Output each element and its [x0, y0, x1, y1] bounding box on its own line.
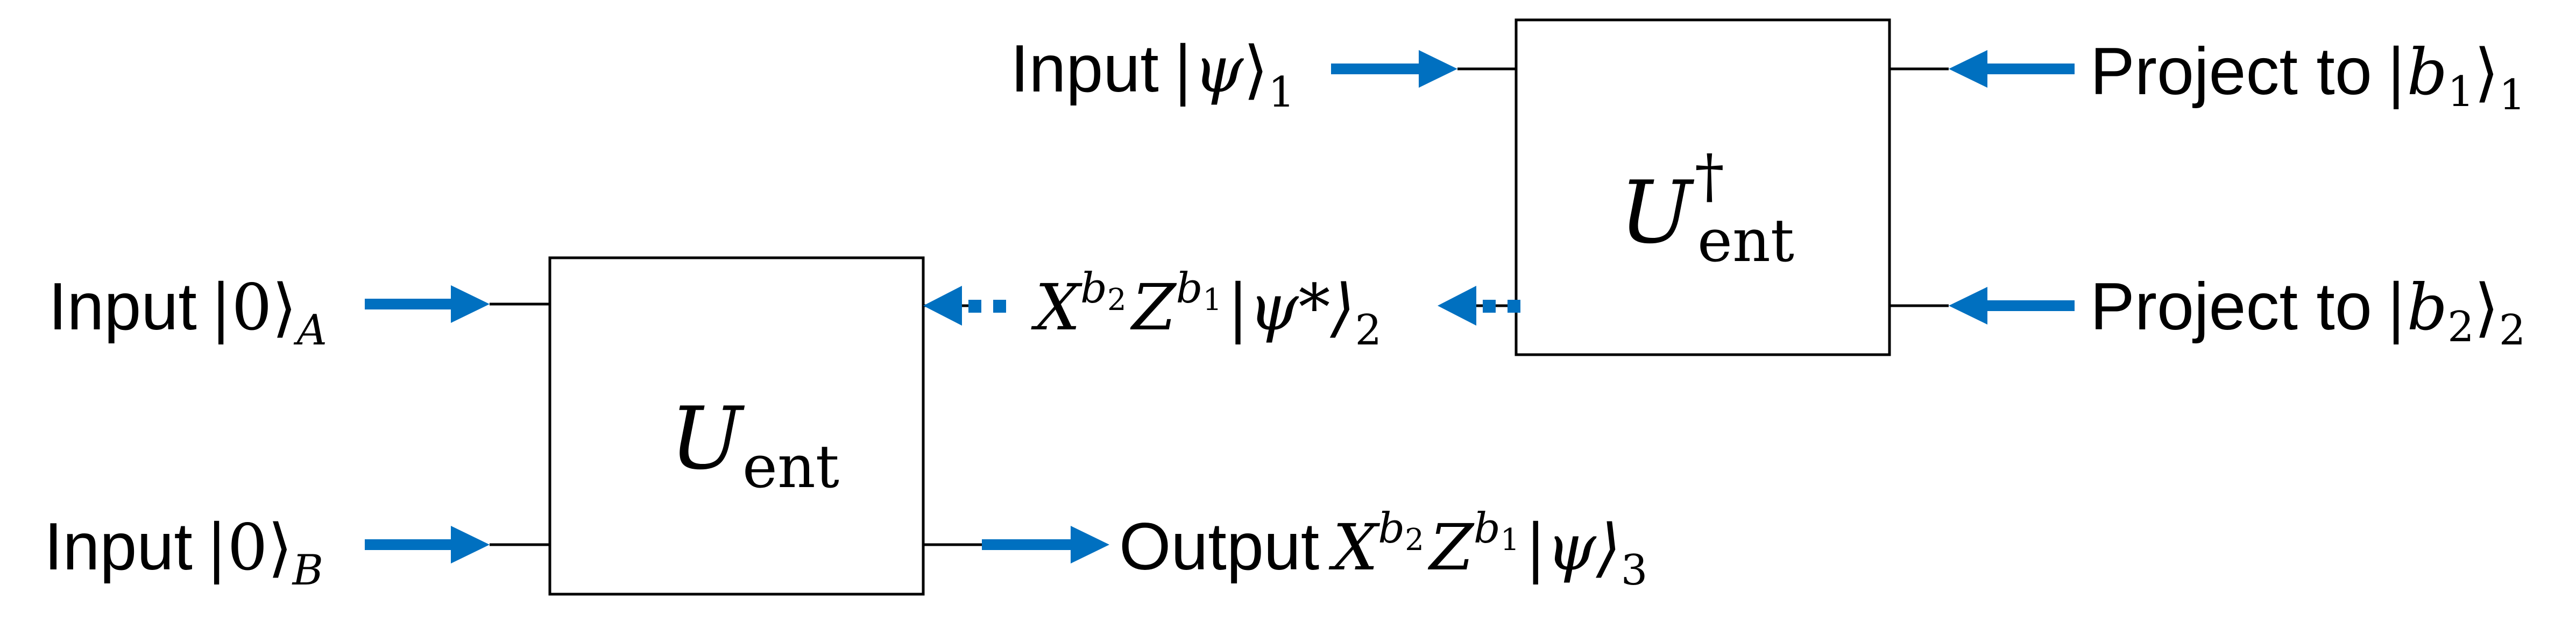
arrow-output	[982, 526, 1109, 563]
arrow-input-b	[365, 526, 490, 563]
arrows	[365, 50, 2075, 563]
input-b-label: Input|0⟩B	[44, 510, 323, 595]
arrow-input-a	[365, 285, 490, 323]
input-psi-label: Input|ψ⟩1	[1010, 32, 1295, 117]
gate-u-ent-box	[548, 256, 925, 596]
arrow-input-psi	[1331, 50, 1457, 88]
dashed-arrow-right	[1438, 286, 1520, 326]
arrow-project-2	[1949, 287, 2075, 325]
gate-u-ent-label: Uent	[670, 388, 839, 501]
gate-u-ent-dagger-box	[1515, 18, 1891, 356]
middle-state-label: Xb2Zb1|ψ*⟩2	[1031, 264, 1382, 355]
project-1-label: Project to|b1⟩1	[2090, 34, 2525, 119]
dashed-arrow-left	[923, 286, 1006, 326]
gate-u-ent-dagger-label: U†ent	[1619, 142, 1794, 275]
project-2-label: Project to|b2⟩2	[2090, 270, 2525, 355]
arrow-project-1	[1949, 50, 2075, 88]
input-a-label: Input|0⟩A	[48, 270, 327, 355]
